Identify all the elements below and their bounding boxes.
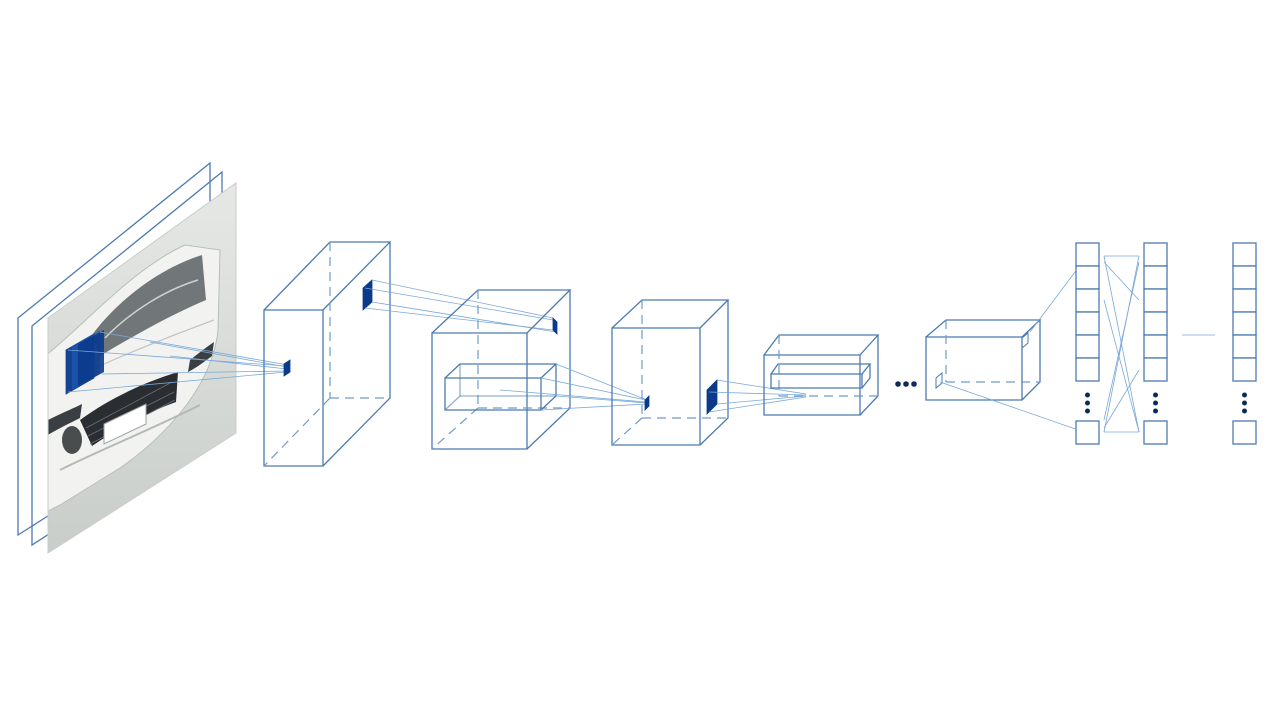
output-layer	[1232, 242, 1257, 445]
conv-block-2	[431, 289, 572, 450]
kernel-output-point-1	[283, 359, 291, 377]
receptive-field-rays-2	[364, 279, 557, 333]
kernel-window-1	[362, 279, 373, 311]
input-image-frame	[47, 182, 237, 554]
conv-block-5	[925, 319, 1042, 401]
input-image-stack	[17, 161, 237, 554]
inner-feature-slab-2	[444, 363, 558, 411]
fc-layer-2	[1143, 242, 1168, 445]
receptive-field-rays-3	[499, 363, 648, 411]
receptive-field-rays-4	[708, 379, 807, 413]
conv-block-3	[611, 299, 730, 446]
kernel-output-point-3	[644, 395, 650, 411]
flatten-rays	[939, 255, 1088, 434]
image-receptive-field	[65, 330, 104, 395]
conv-block-4	[763, 334, 880, 416]
fc-layer-1	[1075, 242, 1100, 445]
inner-feature-slab-4	[770, 363, 872, 389]
ellipsis-dots	[895, 381, 917, 387]
fc-connections	[1103, 255, 1140, 433]
kernel-output-point-2	[552, 317, 558, 335]
kernel-window-5	[1021, 331, 1029, 350]
kernel-window-5b	[935, 371, 943, 390]
conv-block-1	[263, 241, 392, 467]
kernel-window-3	[706, 379, 718, 415]
